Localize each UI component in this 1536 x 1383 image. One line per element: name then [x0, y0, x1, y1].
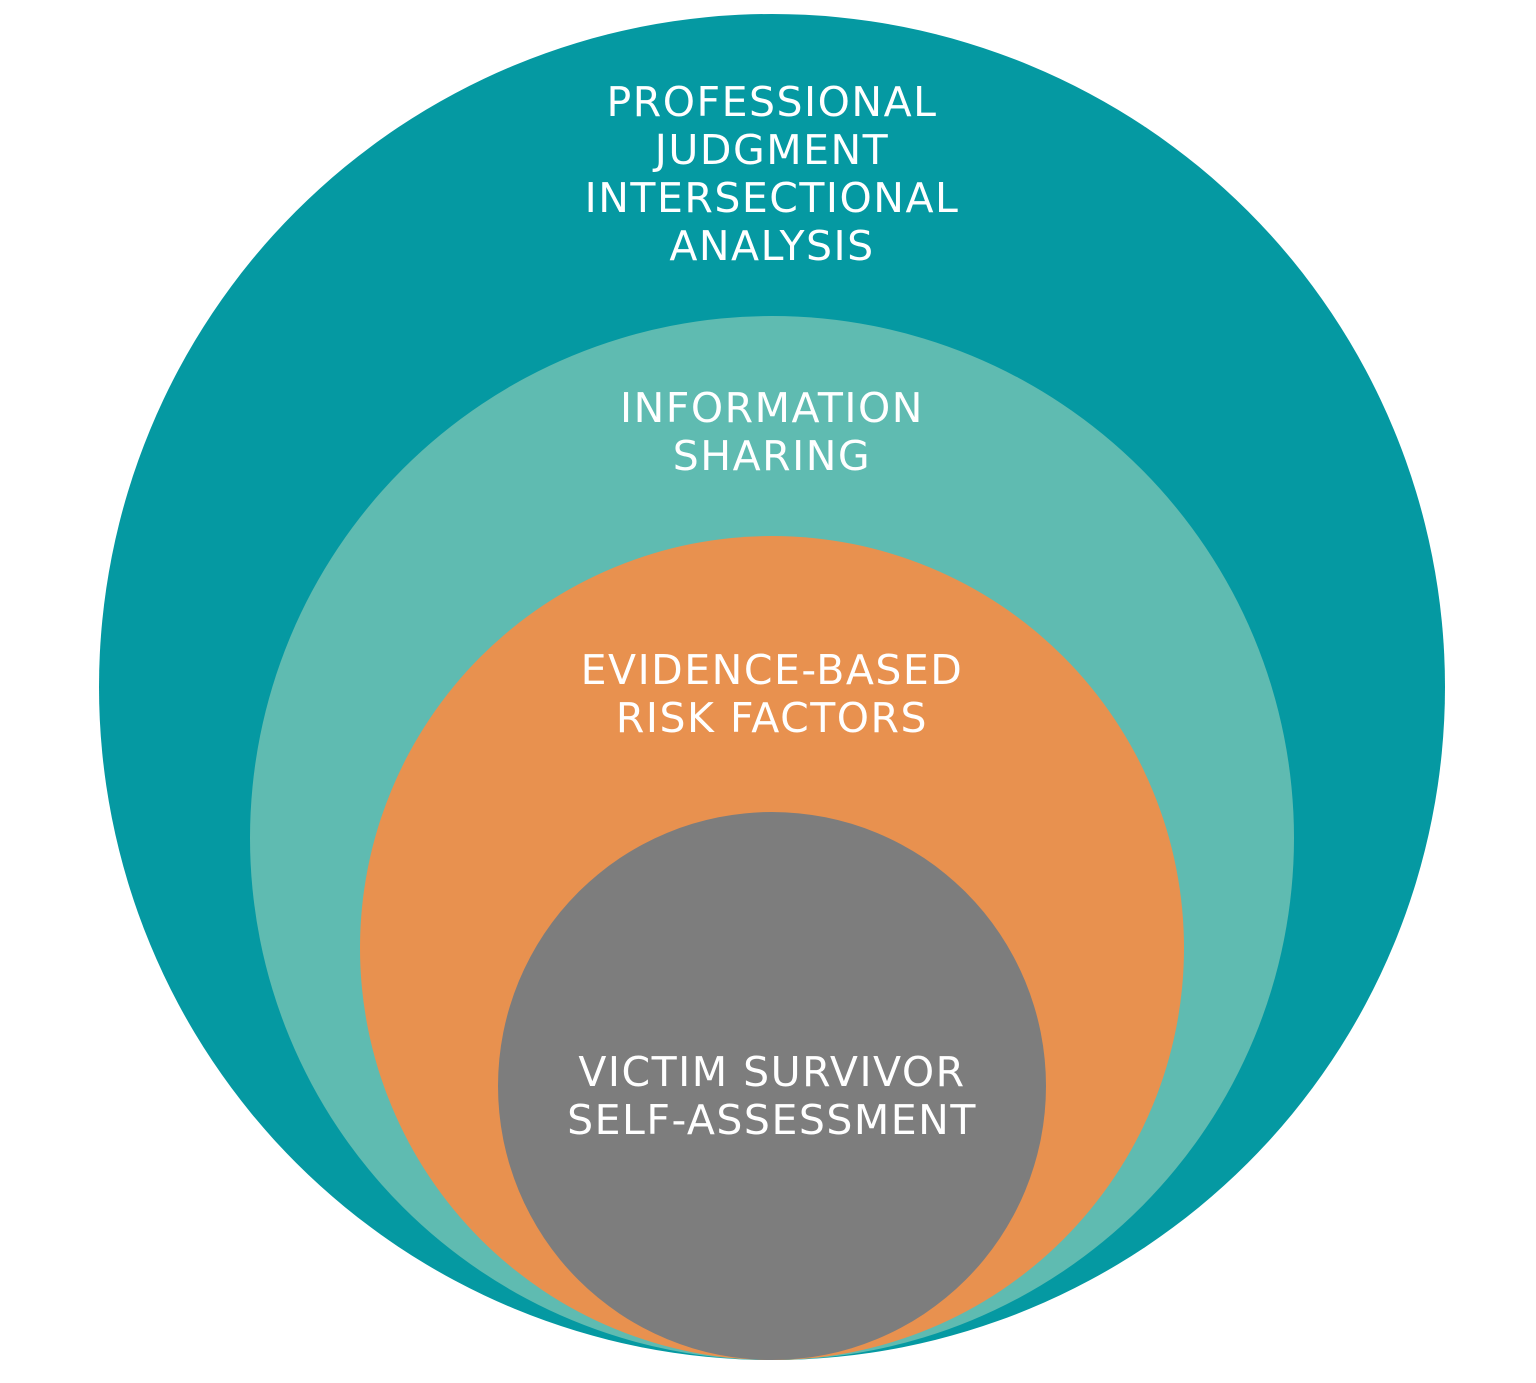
label-information-sharing: INFORMATION SHARING [620, 384, 924, 480]
circle-victim-survivor-self-assessment [498, 812, 1046, 1360]
label-professional-judgment-intersectional-analysis: PROFESSIONAL JUDGMENT INTERSECTIONAL ANA… [584, 78, 960, 270]
label-victim-survivor-self-assessment: VICTIM SURVIVOR SELF-ASSESSMENT [567, 1048, 977, 1144]
label-evidence-based-risk-factors: EVIDENCE-BASED RISK FACTORS [580, 646, 964, 742]
